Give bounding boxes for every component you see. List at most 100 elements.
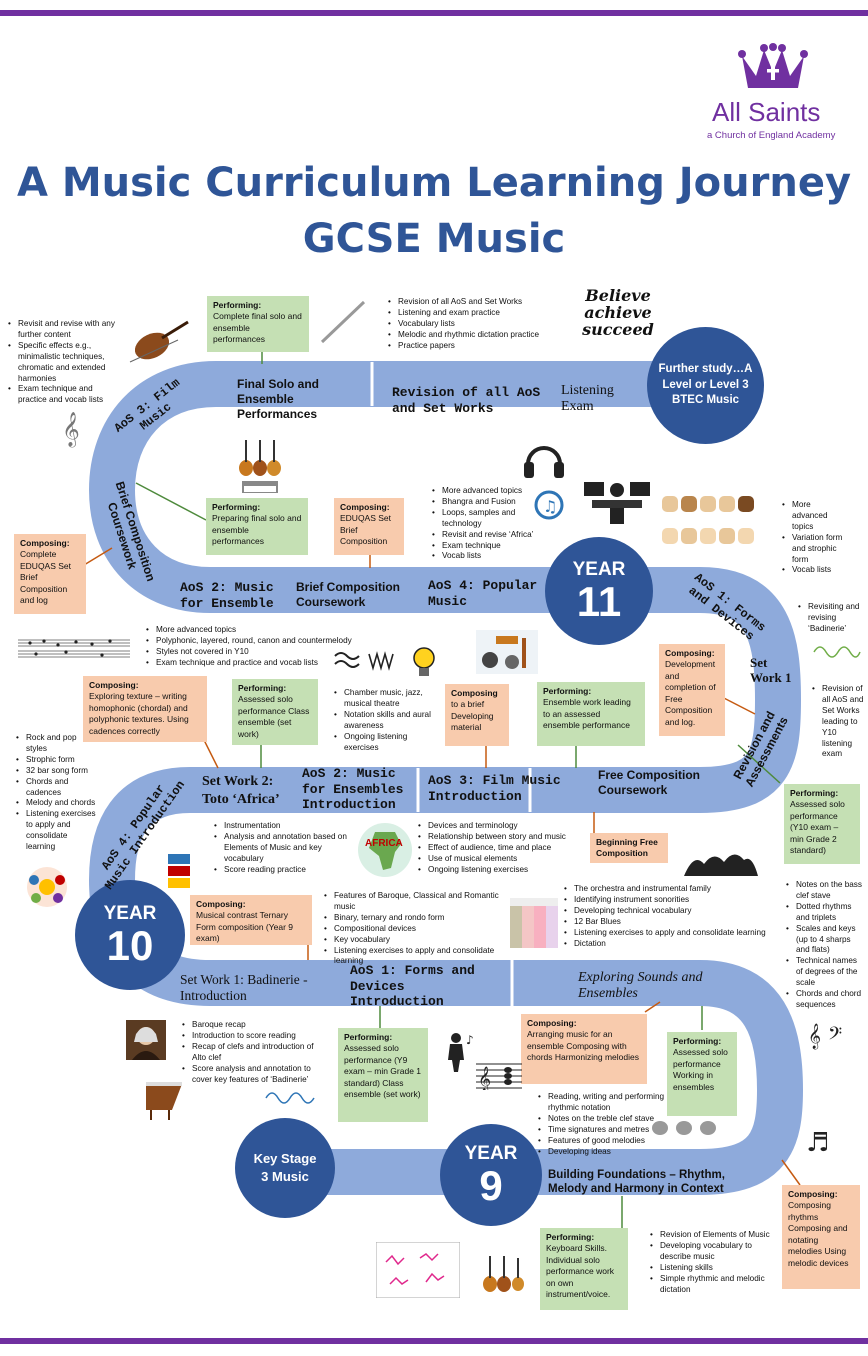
key-stage-3-circle: Key Stage 3 Music <box>235 1118 335 1218</box>
list-item: Ongoing listening exercises <box>418 865 582 876</box>
list-item: Notes on the bass clef stave <box>786 880 862 902</box>
road-free-comp: Free Composition Coursework <box>598 768 701 797</box>
key-stage-3-text: Key Stage 3 Music <box>253 1151 317 1184</box>
melody-chart-icon <box>375 1241 461 1303</box>
list-item: Polyphonic, layered, round, canon and co… <box>146 636 376 647</box>
box-perf-final-body: Complete final solo and ensemble perform… <box>213 311 302 345</box>
box-perf-y10exam-head: Performing: <box>790 788 839 798</box>
box-perf-ensemble: Performing:Ensemble work leading to an a… <box>537 682 645 746</box>
list-item: Developing technical vocabulary <box>564 906 778 917</box>
list-item: Recap of clefs and introduction of Alto … <box>182 1042 318 1064</box>
year-11-circle: YEAR 11 <box>545 537 653 645</box>
headphones-icon <box>522 438 566 487</box>
box-perf-y10exam-body: Assessed solo performance (Y10 exam – mi… <box>790 799 845 856</box>
box-comp-dev-body: Development and completion of Free Compo… <box>665 659 716 727</box>
list-item: Reading, writing and performing rhythmic… <box>538 1092 672 1114</box>
year-11-number: 11 <box>576 578 622 625</box>
box-perf-final-head: Performing: <box>213 300 262 310</box>
list-item: Identifying instrument sonorities <box>564 895 778 906</box>
list-baroque-recap: Baroque recapIntroduction to score readi… <box>182 1020 318 1085</box>
box-comp-arrange-head: Composing: <box>527 1018 577 1028</box>
list-item: Listening skills <box>650 1263 774 1274</box>
box-comp-brief-body: to a brief Developing material <box>451 699 494 733</box>
list-item: Compositional devices <box>324 924 514 935</box>
list-elements: Revision of Elements of MusicDeveloping … <box>650 1230 774 1295</box>
box-perf-working-head: Performing: <box>673 1036 722 1046</box>
list-item: Simple rhythmic and melodic dictation <box>650 1274 774 1296</box>
crown-logo-icon <box>738 42 808 92</box>
hands-circle-icon <box>24 864 70 915</box>
list-item: Scales and keys (up to 4 sharps and flat… <box>786 924 862 957</box>
road-aos4-popular: AoS 4: Popular Music <box>428 578 538 609</box>
list-item: Styles not covered in Y10 <box>146 647 376 658</box>
list-item: Binary, ternary and rondo form <box>324 913 514 924</box>
violin-icon <box>128 318 192 371</box>
stacking-cubes-icon <box>166 852 192 897</box>
box-comp-ternary-body: Musical contrast Ternary Form compositio… <box>196 910 294 944</box>
list-item: Revision of all AoS and Set Works <box>388 297 558 308</box>
box-perf-assessed-body: Assessed solo performance Class ensemble… <box>238 694 310 739</box>
list-item: Dictation <box>564 939 778 950</box>
list-item: Loops, samples and technology <box>432 508 542 530</box>
list-item: Revisiting and revising ‘Badinerie’ <box>798 602 860 635</box>
road-listening-exam: Listening Exam <box>561 383 614 415</box>
list-forms-right: More advanced topicsVariation form and s… <box>782 500 846 576</box>
list-item: Relationship between story and music <box>418 832 582 843</box>
list-item: Rock and pop styles <box>16 733 98 755</box>
box-comp-texture: Composing:Exploring texture – writing ho… <box>83 676 207 742</box>
box-comp-left-body: Complete EDUQAS Set Brief Composition an… <box>20 549 72 606</box>
rhythm-doodle-right-icon <box>812 640 862 663</box>
list-item: Exam technique and practice and vocab li… <box>8 384 120 406</box>
list-item: Score analysis and annotation to cover k… <box>182 1064 318 1086</box>
box-perf-prep-head: Performing: <box>212 502 261 512</box>
list-item: Bhangra and Fusion <box>432 497 542 508</box>
list-item: Vocab lists <box>782 565 846 576</box>
chord-staff-icon: 𝄞 <box>476 1060 522 1095</box>
list-item: Time signatures and metres <box>538 1125 672 1136</box>
bottom-border <box>0 1338 868 1344</box>
list-item: Listening exercises to apply and consoli… <box>16 809 98 853</box>
list-item: Notes on the treble clef stave <box>538 1114 672 1125</box>
box-comp-ternary-head: Composing: <box>196 899 246 909</box>
road-brief-comp: Brief Composition Coursework <box>296 580 400 609</box>
box-perf-y9: Performing:Assessed solo performance (Y9… <box>338 1028 428 1122</box>
list-advanced-10: More advanced topicsPolyphonic, layered,… <box>146 625 376 669</box>
further-study-text: Further study…A Level or Level 3 BTEC Mu… <box>658 363 753 407</box>
list-item: Listening exercises to apply and consoli… <box>564 928 778 939</box>
box-perf-y9-body: Assessed solo performance (Y9 exam – min… <box>344 1043 422 1100</box>
harpsichord-icon <box>142 1074 186 1127</box>
box-comp-free: Beginning Free Composition <box>590 833 668 863</box>
score-snippet-icon <box>18 636 130 665</box>
bread-cards-icon <box>660 494 754 555</box>
list-baroque-features: Features of Baroque, Classical and Roman… <box>324 891 514 967</box>
list-item: 12 Bar Blues <box>564 917 778 928</box>
dj-producer-icon <box>582 478 652 531</box>
box-comp-texture-body: Exploring texture – writing homophonic (… <box>89 691 189 736</box>
list-bass-clef: Notes on the bass clef staveDotted rhyth… <box>786 880 862 1011</box>
list-item: Developing vocabulary to describe music <box>650 1241 774 1263</box>
africa-map-icon: AFRICA <box>357 822 413 883</box>
list-item: Revision of all AoS and Set Works leadin… <box>812 684 866 760</box>
box-perf-ensemble-head: Performing: <box>543 686 592 696</box>
box-comp-ternary: Composing:Musical contrast Ternary Form … <box>190 895 312 945</box>
box-perf-prep-body: Preparing final solo and ensemble perfor… <box>212 513 302 547</box>
road-badinerie: Set Work 1: Badinerie - Introduction <box>180 972 308 1003</box>
road-aos2-ensemble: AoS 2: Music for Ensemble <box>180 580 274 611</box>
band-instruments-icon <box>476 630 538 679</box>
box-comp-arrange: Composing:Arranging music for an ensembl… <box>521 1014 647 1084</box>
svg-text:♫: ♫ <box>543 497 557 516</box>
list-item: Chamber music, jazz, musical theatre <box>334 688 444 710</box>
box-perf-assessed: Performing:Assessed solo performance Cla… <box>232 679 318 745</box>
list-item: Analysis and annotation based on Element… <box>214 832 360 865</box>
list-advanced-11: More advanced topicsBhangra and FusionLo… <box>432 486 542 562</box>
list-item: Listening exercises to apply and consoli… <box>324 946 514 968</box>
list-reading: Reading, writing and performing rhythmic… <box>538 1092 672 1157</box>
box-comp-rhythms-head: Composing: <box>788 1189 838 1199</box>
box-comp-texture-head: Composing: <box>89 680 139 690</box>
page-subtitle: GCSE Music <box>302 216 566 262</box>
list-item: Key vocabulary <box>324 935 514 946</box>
brand-name: All Saints <box>712 97 821 127</box>
further-study-circle: Further study…A Level or Level 3 BTEC Mu… <box>647 327 764 444</box>
list-item: Baroque recap <box>182 1020 318 1031</box>
